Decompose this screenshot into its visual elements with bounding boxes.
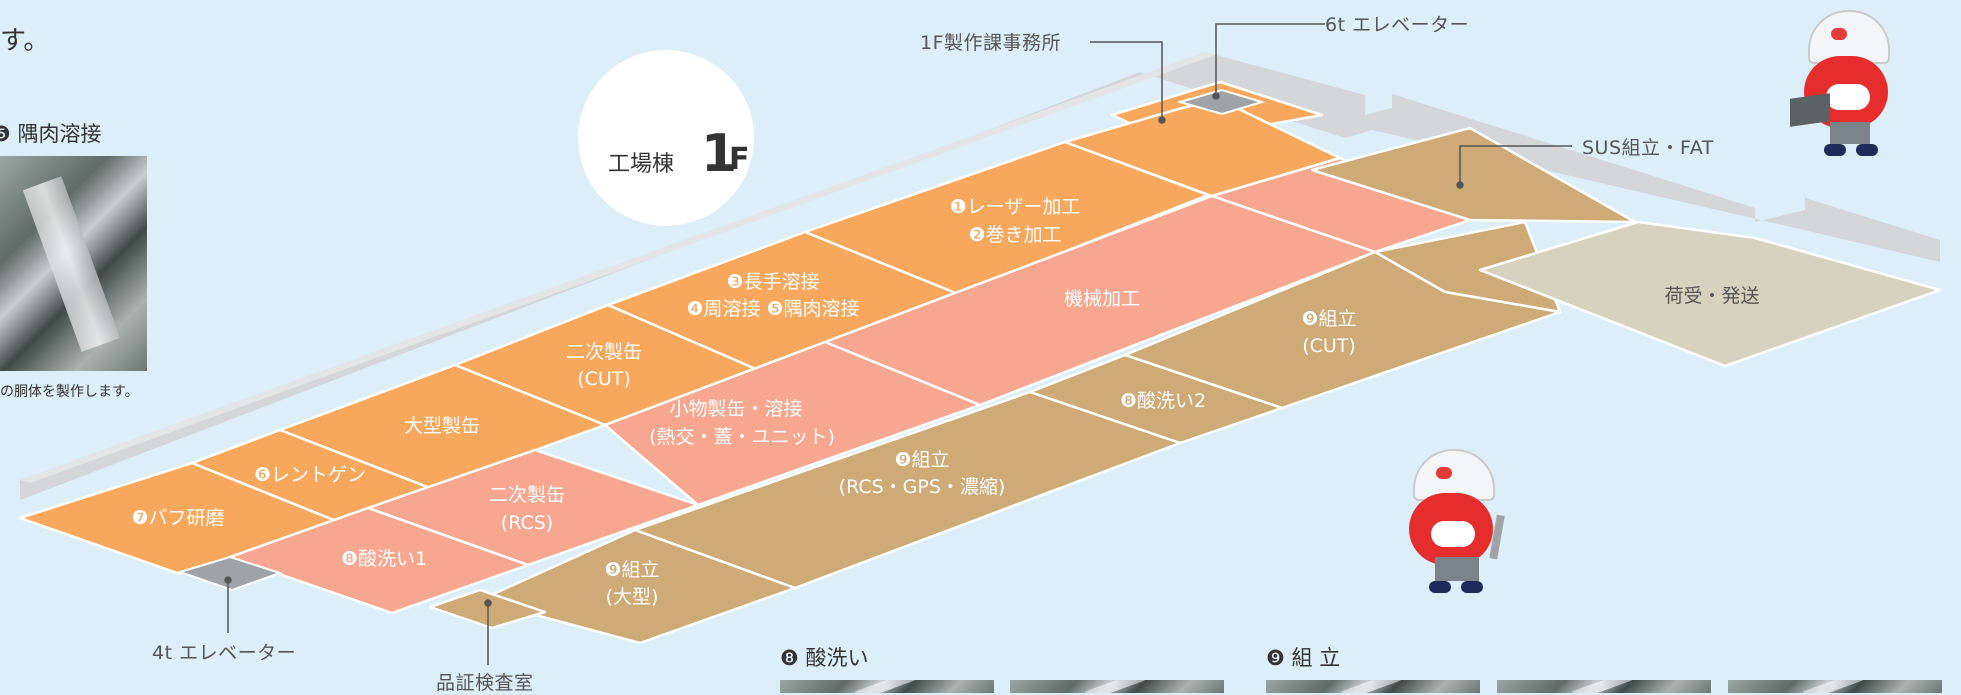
floor-badge-number: 1 [701, 124, 738, 184]
left-panel-caption: の胴体を製作します。 [0, 384, 139, 400]
section-pickling-label: 酸洗い [805, 646, 869, 670]
callout-elevator-6t: 6t エレベーター [1325, 14, 1470, 36]
floor-badge-prefix: 工場棟 [608, 152, 675, 177]
label-laser-2: ❷巻き加工 [968, 224, 1061, 246]
left-panel-heading-number: ❺ [0, 122, 11, 146]
label-secondary-rcs-2: (RCS) [501, 512, 553, 534]
elevator-6t-leader-line [1215, 23, 1325, 96]
callout-elevator-4t: 4t エレベーター [152, 642, 297, 664]
label-assembly-large-1: ❾組立 [604, 559, 659, 581]
zone-shipping [1478, 220, 1942, 368]
mascot-wrench [1405, 445, 1515, 597]
pickling-photo-1 [780, 680, 994, 693]
sus-leader-line [1459, 145, 1572, 185]
zone-pickling1 [228, 506, 530, 615]
section-assembly-heading: ❾ 組 立 [1266, 642, 1340, 672]
elevator-6t [1176, 88, 1266, 116]
zone-office-right [1063, 97, 1342, 198]
label-assembly-large-2: (大型) [606, 586, 659, 608]
label-assembly-cut-2: (CUT) [1302, 335, 1356, 357]
callout-sus: SUS組立・FAT [1582, 137, 1714, 159]
section-assembly-label: 組 立 [1291, 646, 1341, 670]
elevator-4t [176, 555, 284, 592]
label-secondary-cut-1: 二次製缶 [566, 341, 642, 363]
left-panel-heading: ❺ 隅肉溶接 [0, 118, 102, 148]
label-assembly-rcs-2: (RCS・GPS・濃縮) [839, 476, 1006, 498]
floor-badge: 工場棟 1 F [578, 50, 754, 226]
office-leader-line [1090, 41, 1163, 120]
back-wall-top [20, 52, 1215, 483]
label-pickling1: ❽酸洗い1 [341, 548, 427, 570]
intro-text-fragment: す。 [0, 26, 50, 56]
label-long-weld-2: ❹周溶接 ❺隅肉溶接 [686, 298, 859, 320]
label-buff: ❼バフ研磨 [131, 507, 224, 529]
fillet-welding-photo [0, 156, 147, 371]
section-pickling-number: ❽ [780, 646, 799, 670]
label-assembly-rcs-1: ❾組立 [894, 449, 949, 471]
label-pickling2: ❽酸洗い2 [1120, 390, 1206, 412]
floor-badge-suffix: F [729, 142, 750, 177]
callout-qc-room: 品証検査室 [436, 672, 534, 694]
label-large-can: 大型製缶 [404, 415, 480, 437]
label-secondary-cut-2: (CUT) [577, 368, 631, 390]
assembly-photo-1 [1266, 680, 1480, 693]
label-laser-1: ❶レーザー加工 [950, 196, 1081, 218]
pickling-photo-2 [1010, 680, 1224, 693]
label-shipping: 荷受・発送 [1664, 285, 1759, 307]
label-machining: 機械加工 [1064, 288, 1140, 310]
left-panel-heading-text: 隅肉溶接 [17, 122, 102, 146]
label-secondary-rcs-1: 二次製缶 [489, 484, 565, 506]
zone-small-can [603, 340, 982, 507]
zone-assembly-large [478, 528, 797, 645]
label-long-weld-1: ❸長手溶接 [726, 271, 819, 293]
label-assembly-cut-1: ❾組立 [1301, 308, 1356, 330]
callout-office: 1F製作課事務所 [920, 32, 1062, 54]
section-pickling-heading: ❽ 酸洗い [780, 642, 869, 672]
assembly-photo-3 [1728, 680, 1942, 693]
assembly-photo-2 [1497, 680, 1711, 693]
label-small-can-1: 小物製缶・溶接 [669, 398, 802, 420]
label-xray: ❻レントゲン [254, 464, 366, 486]
mascot-laptop [1790, 6, 1900, 158]
section-assembly-number: ❾ [1266, 646, 1285, 670]
label-small-can-2: (熱交・蓋・ユニット) [649, 426, 835, 448]
